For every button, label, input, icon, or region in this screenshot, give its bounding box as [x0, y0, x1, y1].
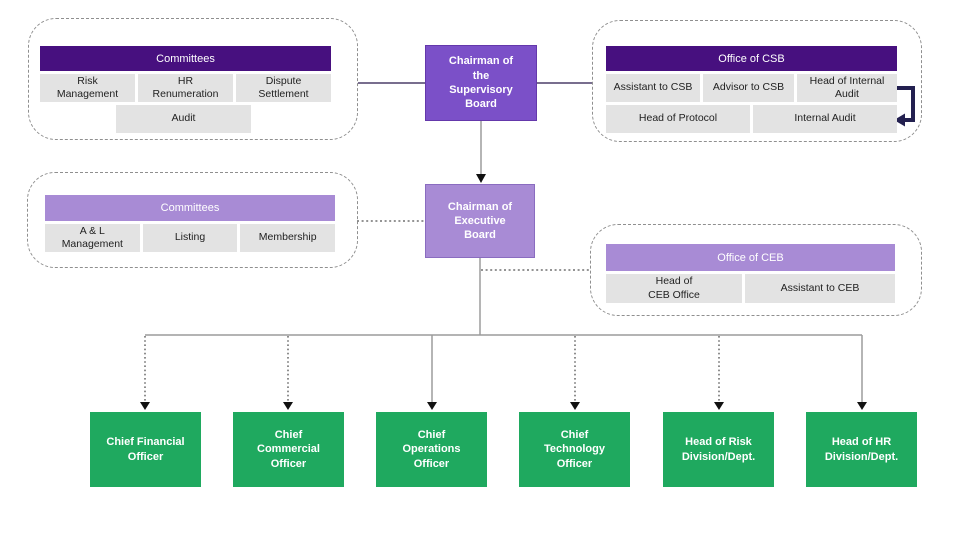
cell-internal-audit: Internal Audit — [753, 105, 897, 133]
cell-audit: Audit — [116, 105, 251, 133]
cell-membership: Membership — [240, 224, 336, 252]
node-head-of-hr-division: Head of HR Division/Dept. — [806, 412, 917, 487]
committees-sb-header: Committees — [40, 46, 331, 71]
cell-advisor-to-csb: Advisor to CSB — [703, 74, 794, 102]
cell-assistant-to-ceb: Assistant to CEB — [745, 274, 895, 303]
node-chairman-executive-board: Chairman of Executive Board — [425, 184, 535, 258]
committees-eb-group-outline — [27, 172, 358, 268]
office-csb-group-outline — [592, 20, 922, 142]
node-chief-technology-officer: Chief Technology Officer — [519, 412, 630, 487]
node-head-of-risk-division: Head of Risk Division/Dept. — [663, 412, 774, 487]
office-ceb-header: Office of CEB — [606, 244, 895, 271]
cell-assistant-to-csb: Assistant to CSB — [606, 74, 700, 102]
cell-risk-management: Risk Management — [40, 74, 135, 102]
cell-listing: Listing — [142, 224, 238, 252]
office-ceb-group-outline — [590, 224, 922, 316]
office-csb-header: Office of CSB — [606, 46, 897, 71]
node-chairman-supervisory-board: Chairman of the Supervisory Board — [425, 45, 537, 121]
committees-eb-header: Committees — [45, 195, 335, 221]
committees-sb-group-outline — [28, 18, 358, 140]
node-chief-financial-officer: Chief Financial Officer — [90, 412, 201, 487]
cell-head-of-ceb-office: Head of CEB Office — [606, 274, 742, 303]
cell-head-of-internal-audit: Head of Internal Audit — [797, 74, 897, 102]
cell-dispute-settlement: Dispute Settlement — [236, 74, 331, 102]
node-chief-operations-officer: Chief Operations Officer — [376, 412, 487, 487]
node-chief-commercial-officer: Chief Commercial Officer — [233, 412, 344, 487]
cell-al-management: A & L Management — [45, 224, 140, 252]
cell-hr-renumeration: HR Renumeration — [138, 74, 233, 102]
cell-head-of-protocol: Head of Protocol — [606, 105, 750, 133]
